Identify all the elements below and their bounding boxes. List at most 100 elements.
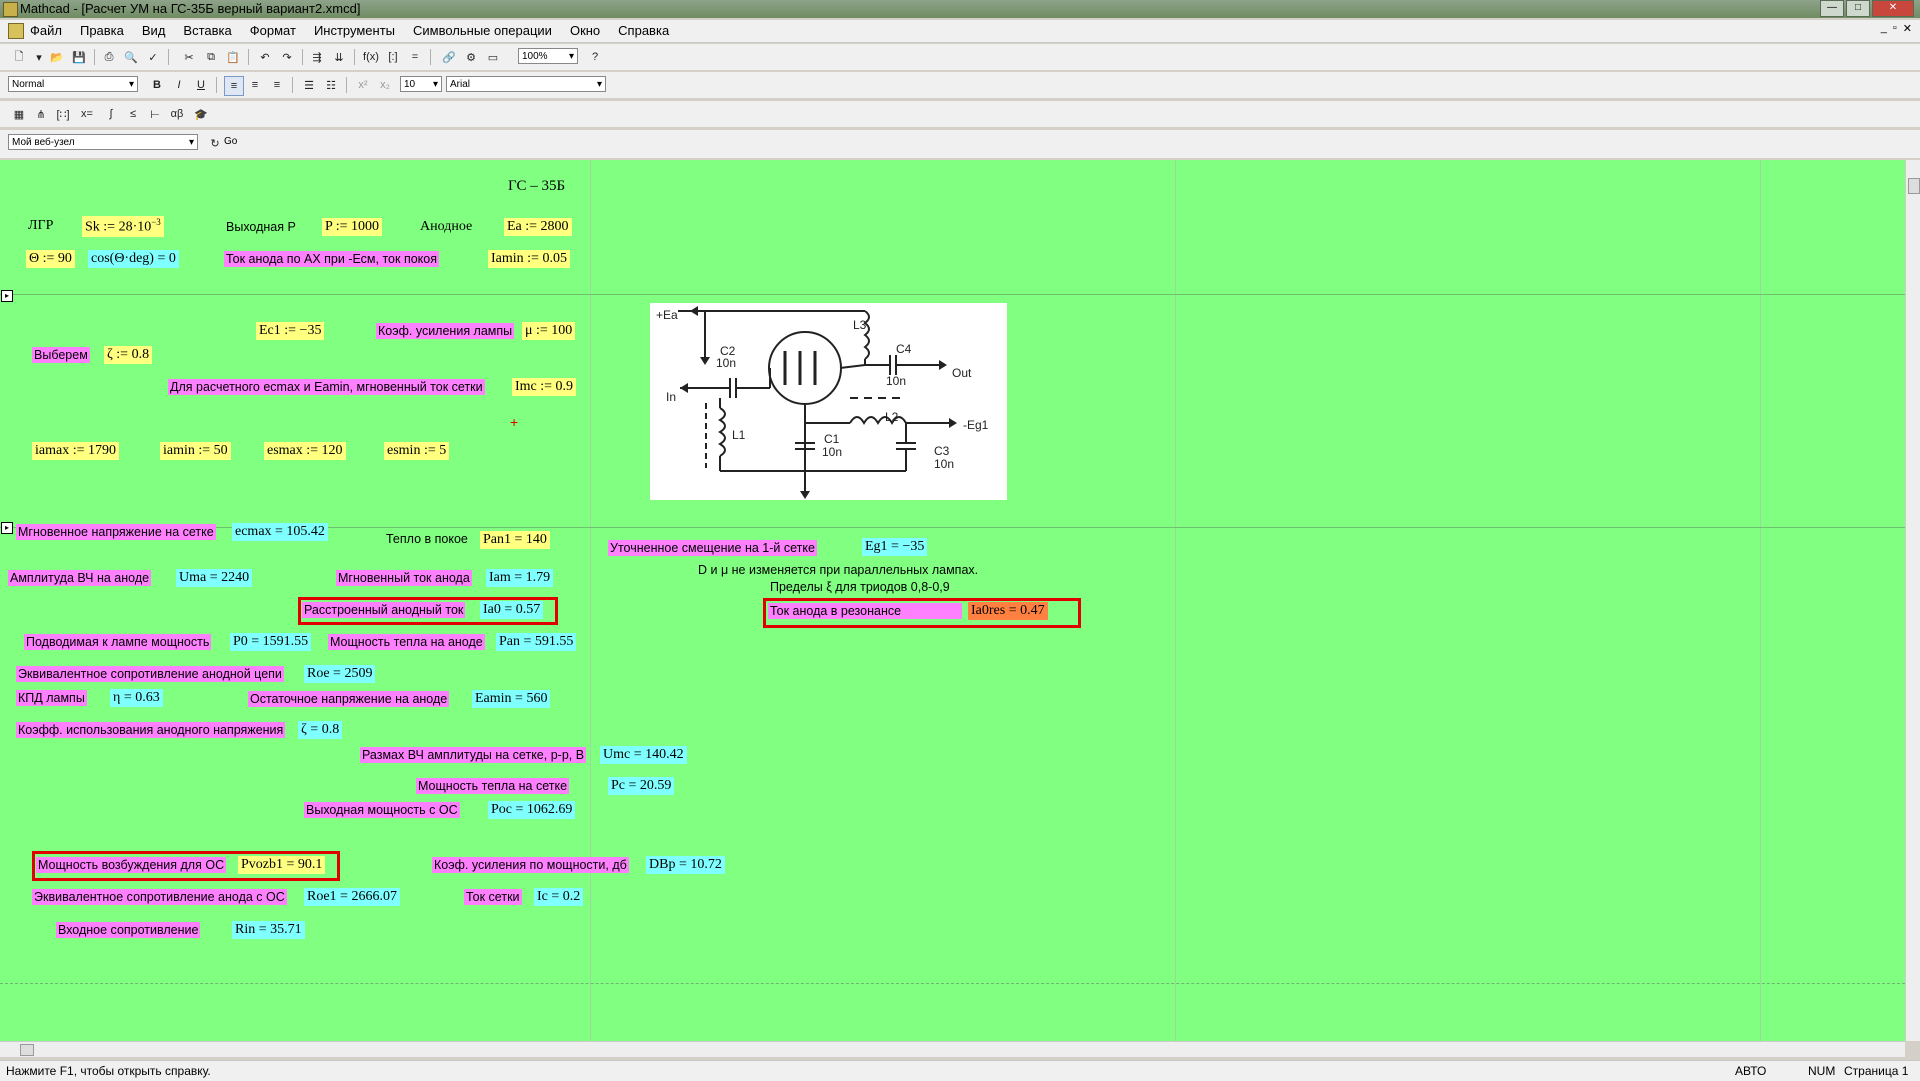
sk-definition[interactable]: Sk := 28·10−3: [82, 216, 164, 237]
save-icon[interactable]: 💾: [72, 51, 86, 64]
ia0-result[interactable]: Ia0 = 0.57: [480, 601, 544, 619]
graph-toolbar-icon[interactable]: ⋔: [36, 108, 46, 121]
print-preview-icon[interactable]: 🔍: [124, 51, 138, 64]
menu-window[interactable]: Окно: [569, 23, 601, 38]
umc-result[interactable]: Umc = 140.42: [600, 746, 687, 764]
region-expand-icon[interactable]: ▸: [1, 522, 13, 534]
copy-icon[interactable]: ⧉: [207, 50, 215, 63]
zoom-select[interactable]: 100%: [518, 48, 578, 65]
insert-component-icon[interactable]: ⚙: [466, 51, 476, 64]
eta-result[interactable]: η = 0.63: [110, 689, 163, 707]
uma-result[interactable]: Uma = 2240: [176, 569, 253, 587]
vertical-scrollbar[interactable]: [1905, 160, 1920, 1041]
ia0res-result[interactable]: Ia0res = 0.47: [968, 602, 1048, 620]
menu-file[interactable]: Файл: [30, 23, 62, 38]
minimize-button[interactable]: —: [1820, 0, 1844, 17]
eg1-result[interactable]: Eg1 = −35: [862, 538, 928, 556]
cut-icon[interactable]: ✂: [184, 51, 194, 64]
iamin-definition[interactable]: Iamin := 0.05: [488, 250, 570, 268]
superscript-icon[interactable]: x²: [358, 79, 368, 91]
greek-toolbar-icon[interactable]: αβ: [170, 108, 184, 120]
resource-center-icon[interactable]: ▭: [487, 51, 499, 64]
esmin-definition[interactable]: esmin := 5: [384, 442, 450, 460]
calculate-icon[interactable]: =: [411, 51, 419, 63]
underline-icon[interactable]: U: [197, 79, 205, 91]
paste-icon[interactable]: 📋: [226, 51, 240, 64]
symbolic-toolbar-icon[interactable]: 🎓: [194, 108, 208, 121]
programming-toolbar-icon[interactable]: ⊢: [150, 108, 160, 121]
bold-icon[interactable]: B: [153, 79, 161, 91]
iam-result[interactable]: Iam = 1.79: [486, 569, 554, 587]
insert-unit-icon[interactable]: [:]: [388, 51, 398, 63]
worksheet[interactable]: ▸ ▸ ГС – 35Б ЛГР Sk := 28·10−3 Выходная …: [0, 160, 1905, 1041]
horizontal-scrollbar[interactable]: [0, 1041, 1905, 1057]
calculator-toolbar-icon[interactable]: ▦: [13, 108, 25, 121]
insert-function-icon[interactable]: f(x): [363, 51, 379, 63]
undo-icon[interactable]: ↶: [260, 51, 270, 64]
align-right-icon[interactable]: ≡: [273, 79, 281, 91]
open-icon[interactable]: 📂: [50, 51, 64, 64]
doc-close-button[interactable]: ✕: [1902, 23, 1912, 35]
spell-check-icon[interactable]: ✓: [148, 51, 158, 64]
ic-result[interactable]: Ic = 0.2: [534, 888, 584, 906]
menu-view[interactable]: Вид: [141, 23, 166, 38]
web-node-select[interactable]: Мой веб-узел: [8, 134, 198, 151]
go-button[interactable]: Go: [224, 136, 238, 147]
font-size-select[interactable]: 10: [400, 76, 442, 93]
matrix-toolbar-icon[interactable]: [∷]: [56, 108, 70, 121]
theta-definition[interactable]: Θ := 90: [26, 250, 75, 268]
menu-tools[interactable]: Инструменты: [313, 23, 395, 38]
region-expand-icon[interactable]: ▸: [1, 290, 13, 302]
close-button[interactable]: ✕: [1872, 0, 1914, 17]
style-select[interactable]: Normal: [8, 76, 138, 93]
imc-definition[interactable]: Imc := 0.9: [512, 378, 577, 396]
menu-insert[interactable]: Вставка: [183, 23, 232, 38]
dbp-result[interactable]: DBp = 10.72: [646, 856, 725, 874]
poc-result[interactable]: Poc = 1062.69: [488, 801, 576, 819]
doc-restore-button[interactable]: ▫: [1892, 22, 1897, 34]
pc-result[interactable]: Pc = 20.59: [608, 777, 675, 795]
eamin-result[interactable]: Eamin = 560: [472, 690, 551, 708]
rin-result[interactable]: Rin = 35.71: [232, 921, 305, 939]
iamin-lower-definition[interactable]: iamin := 50: [160, 442, 231, 460]
menu-edit[interactable]: Правка: [79, 23, 124, 38]
mu-definition[interactable]: μ := 100: [522, 322, 576, 340]
new-dropdown-icon[interactable]: ▾: [36, 51, 42, 64]
menu-symbolics[interactable]: Символьные операции: [413, 23, 552, 38]
font-select[interactable]: Arial: [446, 76, 606, 93]
circuit-diagram-image[interactable]: +Ea L3 C2 10n C4 10n Out In L1 L2 -Eg1 C…: [650, 303, 1007, 500]
calculus-toolbar-icon[interactable]: ∫: [109, 108, 113, 120]
p-definition[interactable]: P := 1000: [322, 218, 383, 236]
new-icon[interactable]: 🗋: [14, 50, 24, 63]
p0-result[interactable]: P0 = 1591.55: [230, 633, 312, 651]
align-down-icon[interactable]: ⇊: [334, 51, 344, 64]
ec1-definition[interactable]: Ec1 := −35: [256, 322, 325, 340]
doc-minimize-button[interactable]: _: [1880, 22, 1887, 34]
help-icon[interactable]: ?: [591, 51, 599, 63]
insert-hyperlink-icon[interactable]: 🔗: [442, 51, 456, 64]
align-across-icon[interactable]: ⇶: [312, 51, 322, 64]
cos-result[interactable]: cos(Θ·deg) = 0: [88, 250, 179, 268]
evaluation-toolbar-icon[interactable]: x=: [81, 108, 93, 120]
redo-icon[interactable]: ↷: [282, 51, 292, 64]
xi-result[interactable]: ζ = 0.8: [298, 721, 343, 739]
italic-icon[interactable]: I: [177, 79, 181, 91]
document-icon[interactable]: [8, 23, 24, 39]
menu-help[interactable]: Справка: [618, 23, 670, 38]
pan1-result[interactable]: Pan1 = 140: [480, 531, 550, 549]
numbering-icon[interactable]: ☷: [326, 79, 336, 92]
bullets-icon[interactable]: ☰: [304, 79, 314, 92]
subscript-icon[interactable]: x₂: [380, 79, 390, 91]
ea-definition[interactable]: Ea := 2800: [504, 218, 572, 236]
boolean-toolbar-icon[interactable]: ≤: [129, 108, 137, 120]
pan-result[interactable]: Pan = 591.55: [496, 633, 577, 651]
iamax-definition[interactable]: iamax := 1790: [32, 442, 119, 460]
esmax-definition[interactable]: esmax := 120: [264, 442, 346, 460]
xi-definition[interactable]: ζ := 0.8: [104, 346, 153, 364]
roe-result[interactable]: Roe = 2509: [304, 665, 376, 683]
pvozb-result[interactable]: Pvozb1 = 90.1: [238, 856, 326, 874]
align-center-icon[interactable]: ≡: [251, 79, 259, 91]
roe1-result[interactable]: Roe1 = 2666.07: [304, 888, 400, 906]
print-icon[interactable]: ⎙: [104, 50, 114, 63]
align-left-icon[interactable]: ≡: [224, 76, 244, 96]
